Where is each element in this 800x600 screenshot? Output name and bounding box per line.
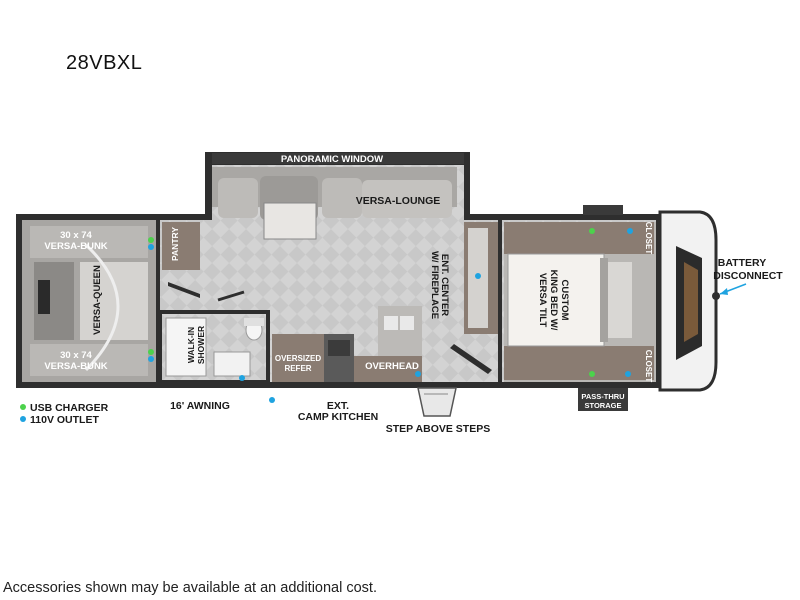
kitchen: OVERSIZED REFER OVERHEAD xyxy=(272,306,422,382)
usb-dot xyxy=(589,228,595,234)
overhead-label: OVERHEAD xyxy=(365,361,419,372)
outlet-dot xyxy=(148,244,154,250)
usb-dot xyxy=(148,349,154,355)
bunk-top-label: VERSA-BUNK xyxy=(44,241,107,252)
camp-kitchen-label-1: EXT. xyxy=(327,400,349,412)
bathroom: WALK-IN SHOWER xyxy=(158,310,270,384)
step-above-steps-label: STEP ABOVE STEPS xyxy=(386,423,490,435)
awning-label: 16' AWNING xyxy=(170,400,230,412)
ent-center-label-2: W/ FIREPLACE xyxy=(429,251,440,319)
battery-label-1: BATTERY xyxy=(718,257,766,269)
battery-label-2: DISCONNECT xyxy=(713,270,783,282)
bunk-top-size: 30 x 74 xyxy=(60,230,92,241)
bunk-bottom-size: 30 x 74 xyxy=(60,350,92,361)
model-name: 28VBXL xyxy=(66,52,143,74)
footer-disclaimer: Accessories shown may be available at an… xyxy=(3,580,377,596)
legend-usb-swatch xyxy=(20,404,26,410)
shower-label-1: WALK-IN xyxy=(186,327,196,363)
shower-label-2: SHOWER xyxy=(196,326,206,364)
entry-steps xyxy=(417,387,457,417)
refer-label-1: OVERSIZED xyxy=(275,354,321,363)
panoramic-window xyxy=(212,153,464,164)
outlet-markers xyxy=(148,228,633,403)
bunk-area: 30 x 74 VERSA-BUNK 30 x 74 VERSA-BUNK VE… xyxy=(22,220,160,382)
outlet-dot xyxy=(625,371,631,377)
legend-usb-label: USB CHARGER xyxy=(30,402,109,414)
legend-outlet-label: 110V OUTLET xyxy=(30,414,99,426)
bunk-bottom-label: VERSA-BUNK xyxy=(44,361,107,372)
usb-dot xyxy=(589,371,595,377)
closet-top-label: CLOSET xyxy=(644,222,653,255)
pantry-label: PANTRY xyxy=(170,227,180,261)
legend: USB CHARGER 110V OUTLET xyxy=(20,402,109,426)
versa-lounge-label: VERSA-LOUNGE xyxy=(356,195,441,207)
king-bed-label-1: CUSTOM xyxy=(559,280,570,321)
ent-center-label-1: ENT. CENTER xyxy=(439,254,450,316)
outlet-dot xyxy=(415,371,421,377)
legend-outlet-swatch xyxy=(20,416,26,422)
pass-thru-label-2: STORAGE xyxy=(585,401,622,410)
front-cap-graphic xyxy=(676,246,720,360)
king-bed-label-3: VERSA TILT xyxy=(537,273,548,328)
camp-kitchen-label-2: CAMP KITCHEN xyxy=(298,411,378,423)
usb-charger-markers xyxy=(148,228,595,377)
pantry: PANTRY xyxy=(162,222,245,302)
outlet-dot xyxy=(475,273,481,279)
pass-thru-label-1: PASS-THRU xyxy=(581,392,624,401)
bedroom: CUSTOM KING BED W/ VERSA TILT CLOSET CLO… xyxy=(504,222,656,383)
pass-thru-storage xyxy=(578,391,628,411)
versa-lounge: VERSA-LOUNGE xyxy=(212,167,457,240)
outlet-dot xyxy=(269,397,275,403)
king-bed-label-2: KING BED W/ xyxy=(548,270,559,331)
versa-queen-label: VERSA-QUEEN xyxy=(92,265,103,335)
refer-label-2: REFER xyxy=(284,364,311,373)
outlet-dot xyxy=(148,356,154,362)
panoramic-window-label: PANORAMIC WINDOW xyxy=(281,154,383,165)
outlet-dot xyxy=(239,375,245,381)
outlet-dot xyxy=(627,228,633,234)
usb-dot xyxy=(148,237,154,243)
closet-bottom-label: CLOSET xyxy=(644,350,653,383)
